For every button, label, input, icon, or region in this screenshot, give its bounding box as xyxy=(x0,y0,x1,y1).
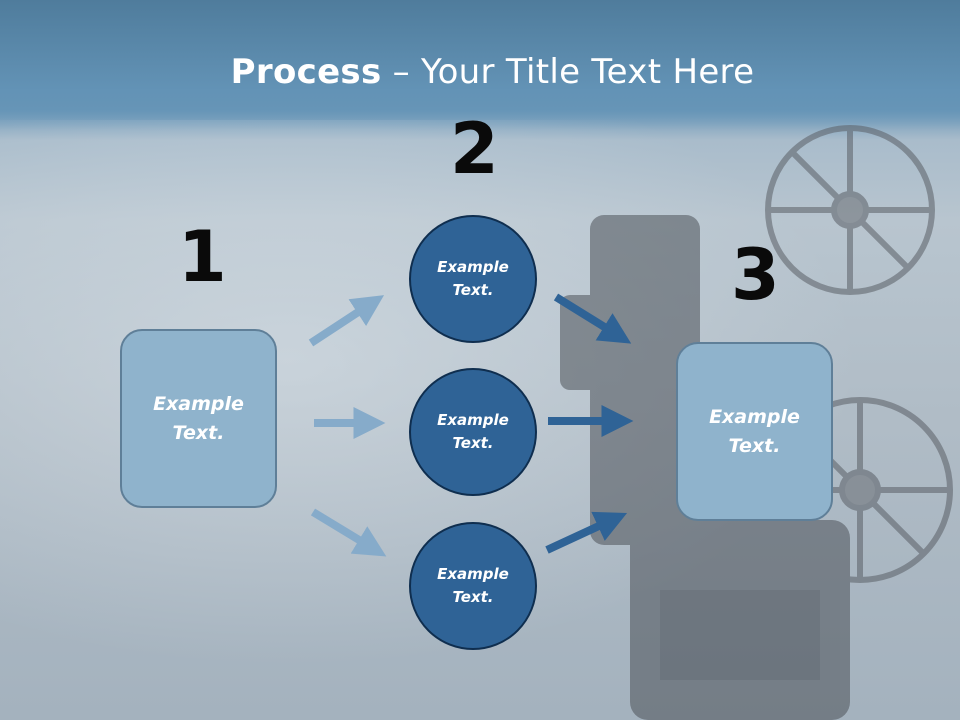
step-3-box: Example Text. xyxy=(676,342,833,521)
title-rest: – Your Title Text Here xyxy=(381,52,755,92)
circle-bottom: Example Text. xyxy=(409,522,537,650)
circle-middle-line2: Text. xyxy=(452,434,494,452)
step-1-text-line1: Example xyxy=(153,392,244,415)
title-bold: Process xyxy=(230,52,382,92)
step-3-text-line2: Text. xyxy=(728,434,781,457)
arrow-left-bottom xyxy=(310,508,387,557)
step-1-text-line2: Text. xyxy=(172,421,225,444)
slide-title: Process – Your Title Text Here xyxy=(0,52,960,92)
circle-bottom-line2: Text. xyxy=(452,588,494,606)
step-number-3: 3 xyxy=(731,234,780,316)
circle-middle-line1: Example xyxy=(437,411,509,429)
circle-middle: Example Text. xyxy=(409,368,537,496)
step-1-box: Example Text. xyxy=(120,329,277,508)
arrow-right-top xyxy=(553,293,632,344)
circle-top-line1: Example xyxy=(437,258,509,276)
circle-top: Example Text. xyxy=(409,215,537,343)
step-3-text-line1: Example xyxy=(709,405,800,428)
circle-top-line2: Text. xyxy=(452,281,494,299)
title-band xyxy=(0,0,960,130)
circle-bottom-line1: Example xyxy=(437,565,509,583)
arrow-right-bottom xyxy=(545,511,628,554)
step-number-2: 2 xyxy=(450,108,499,190)
step-number-1: 1 xyxy=(178,216,227,298)
arrow-left-top xyxy=(308,295,385,347)
